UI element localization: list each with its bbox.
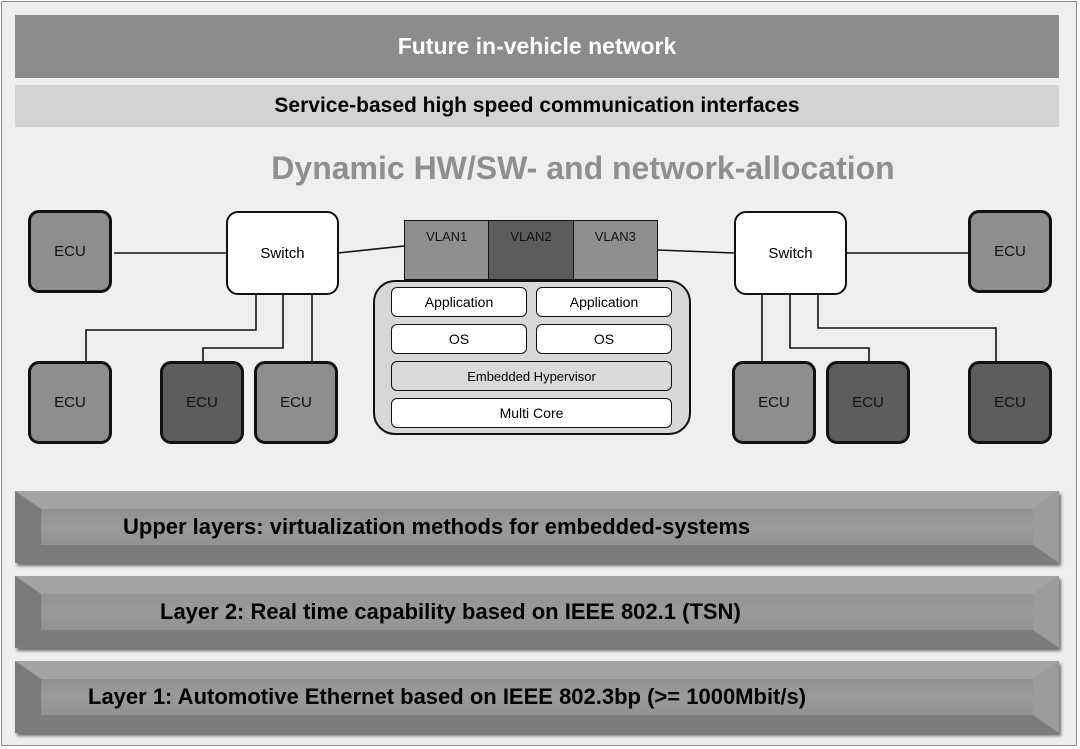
switch-label: Switch bbox=[260, 244, 305, 262]
ecu-bottom-left-2: ECU bbox=[160, 361, 244, 444]
diagram-heading: Dynamic HW/SW- and network-allocation bbox=[271, 150, 895, 186]
ecu-bottom-left-1: ECU bbox=[28, 361, 112, 444]
hypervisor-box: Embedded Hypervisor bbox=[391, 361, 672, 391]
ecu-label: ECU bbox=[852, 394, 884, 411]
ecu-label: ECU bbox=[994, 394, 1026, 411]
ecu-bottom-right-2: ECU bbox=[826, 361, 910, 444]
ecu-label: ECU bbox=[758, 394, 790, 411]
band-layer-2: Layer 2: Real time capability based on I… bbox=[15, 576, 1059, 648]
ecu-label: ECU bbox=[54, 394, 86, 411]
subtitle-bar: Service-based high speed communication i… bbox=[15, 85, 1059, 127]
band-upper-label: Upper layers: virtualization methods for… bbox=[123, 514, 751, 539]
subtitle-text: Service-based high speed communication i… bbox=[274, 94, 800, 117]
ecu-bottom-right-3: ECU bbox=[968, 361, 1052, 444]
ecu-label: ECU bbox=[54, 243, 86, 260]
ecu-top-left: ECU bbox=[28, 210, 112, 293]
vlan-2: VLAN2 bbox=[489, 221, 574, 279]
vlan-1: VLAN1 bbox=[405, 221, 490, 279]
link-left-drop-2 bbox=[202, 295, 284, 361]
band-layer1-label: Layer 1: Automotive Ethernet based on IE… bbox=[88, 684, 807, 709]
application-box-right: Application bbox=[536, 287, 672, 317]
switch-right: Switch bbox=[734, 211, 847, 295]
ecu-bottom-right-1: ECU bbox=[732, 361, 816, 444]
os-box-left: OS bbox=[391, 324, 527, 354]
switch-left: Switch bbox=[226, 211, 339, 295]
os-box-right: OS bbox=[536, 324, 672, 354]
ecu-top-right: ECU bbox=[968, 210, 1052, 293]
band-upper-layers: Upper layers: virtualization methods for… bbox=[15, 491, 1059, 563]
ecu-label: ECU bbox=[280, 394, 312, 411]
band-layer-1: Layer 1: Automotive Ethernet based on IE… bbox=[15, 661, 1059, 733]
link-right-drop-3 bbox=[817, 295, 997, 361]
multicore-box: Multi Core bbox=[391, 398, 672, 428]
link-switch-vlan-left bbox=[337, 245, 405, 254]
link-right-drop-2 bbox=[789, 295, 870, 361]
link-left-drop-1 bbox=[85, 295, 257, 361]
vlan-3: VLAN3 bbox=[573, 221, 657, 279]
title-bar: Future in-vehicle network bbox=[15, 15, 1059, 78]
application-box-left: Application bbox=[391, 287, 527, 317]
link-switch-vlan-right bbox=[657, 249, 735, 254]
switch-label: Switch bbox=[768, 244, 813, 262]
band-layer2-label: Layer 2: Real time capability based on I… bbox=[160, 599, 741, 624]
vlan-row: VLAN1 VLAN2 VLAN3 bbox=[404, 220, 658, 280]
title-text: Future in-vehicle network bbox=[397, 33, 677, 59]
ecu-label: ECU bbox=[186, 394, 218, 411]
ecu-label: ECU bbox=[994, 243, 1026, 260]
ecu-bottom-left-3: ECU bbox=[254, 361, 338, 444]
